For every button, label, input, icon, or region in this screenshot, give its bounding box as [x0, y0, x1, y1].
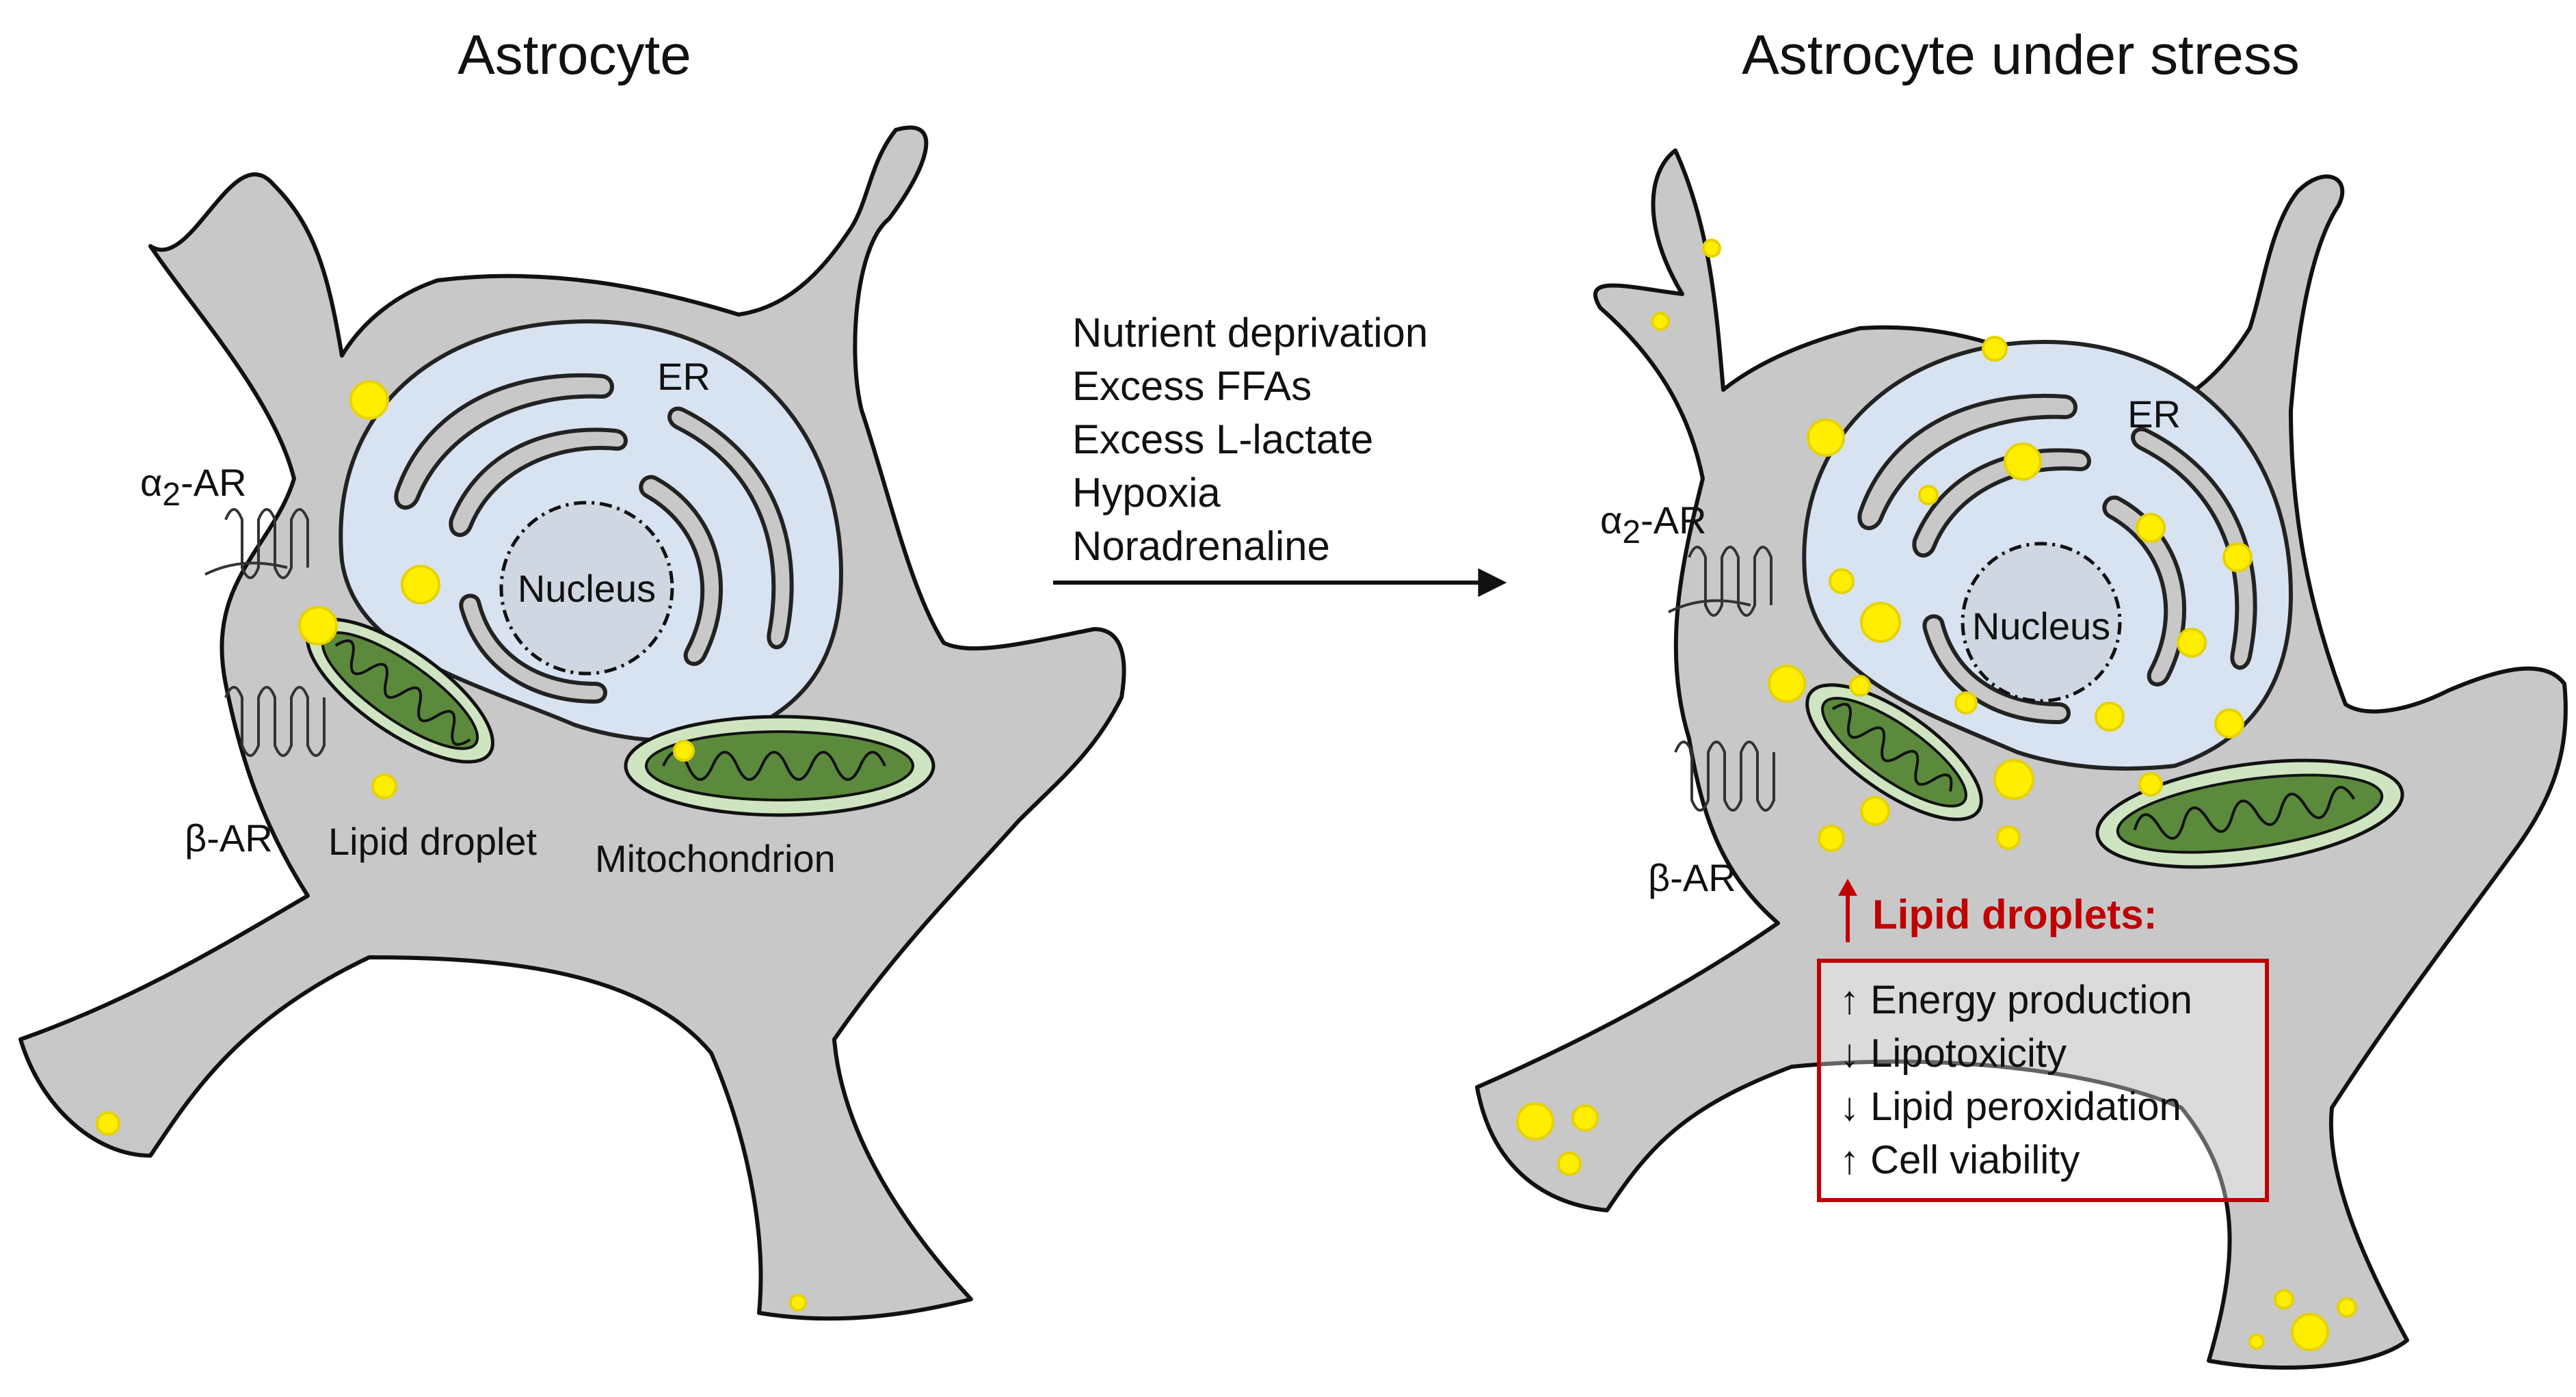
lipid-droplet — [2248, 1333, 2265, 1350]
er-label: ER — [2127, 393, 2181, 436]
lipid-droplet — [1849, 675, 1871, 697]
mitochondrion — [2095, 758, 2404, 869]
condition-item: Noradrenaline — [1072, 523, 1330, 569]
lipid-droplet — [1571, 1104, 1599, 1132]
condition-item: Excess FFAs — [1072, 363, 1312, 409]
lipid-droplet — [371, 773, 397, 799]
lipid-droplet — [2095, 702, 2125, 732]
nucleus-label: Nucleus — [1972, 604, 2110, 648]
nucleus-label: Nucleus — [518, 567, 656, 610]
outcome-effect: ↓ Lipid peroxidation — [1840, 1085, 2181, 1129]
lipid-droplet — [2337, 1297, 2357, 1318]
lipid-droplet — [1818, 825, 1845, 852]
lipid-droplet — [1954, 691, 1978, 715]
beta-adrenergic-receptor-icon — [1674, 741, 1775, 812]
lipid-droplet — [298, 606, 338, 646]
lipid-droplet — [1651, 312, 1670, 331]
lipid-droplet — [349, 380, 389, 420]
mitochondrion — [1805, 683, 1983, 821]
condition-item: Excess L-lactate — [1072, 416, 1373, 462]
lipid-droplet — [1807, 418, 1845, 457]
lipid-droplet — [1982, 336, 2008, 362]
lipid-droplet — [2222, 542, 2253, 572]
lipid-droplet — [2004, 442, 2042, 481]
outcome-effect: ↑ Cell viability — [1840, 1138, 2080, 1182]
condition-item: Nutrient deprivation — [1072, 310, 1428, 356]
lipid-droplet — [1557, 1152, 1582, 1176]
lipid-droplet-outcome: Lipid droplets: ↑ Energy production ↓ Li… — [1817, 879, 2269, 1202]
mitochondrion-label: Mitochondrion — [595, 837, 836, 880]
lipid-droplet — [2214, 708, 2244, 739]
panel-title-normal: Astrocyte — [457, 24, 691, 86]
lipid-droplet — [401, 565, 440, 604]
nucleus — [1961, 542, 2122, 703]
normal-astrocyte: Astrocyte Nucleus ER α — [18, 24, 1126, 1321]
outcome-effect: ↓ Lipotoxicity — [1840, 1031, 2067, 1076]
lipid-droplet — [673, 740, 695, 762]
stressed-astrocyte-cell-body — [1475, 148, 2568, 1370]
lipid-droplet — [96, 1111, 120, 1136]
alpha2-adrenergic-receptor-icon — [204, 508, 309, 579]
stress-conditions: Nutrient deprivation Excess FFAs Excess … — [1053, 310, 1507, 597]
nucleus — [499, 501, 674, 676]
lipid-droplet — [2138, 772, 2163, 797]
lipid-droplet — [1702, 239, 1721, 258]
lipid-droplet — [2291, 1313, 2329, 1351]
outcome-effects-box — [1817, 959, 2269, 1202]
lipid-droplet — [1860, 602, 1901, 643]
lipid-droplet — [1829, 568, 1855, 594]
outcome-effect: ↑ Energy production — [1840, 978, 2192, 1022]
beta-ar-label: β-AR — [1648, 856, 1736, 899]
mitochondrion — [305, 617, 495, 764]
mitochondrion — [624, 715, 935, 817]
lipid-droplets — [1516, 239, 2357, 1351]
lipid-droplet — [2136, 513, 2166, 543]
lipid-droplet — [1918, 485, 1939, 505]
alpha2-ar-label: α2-AR — [140, 461, 247, 513]
increase-arrow-head — [1838, 879, 1857, 896]
lipid-droplet — [2274, 1289, 2294, 1309]
lipid-droplet — [1996, 825, 2021, 850]
lipid-droplet-label: Lipid droplet — [328, 820, 537, 863]
outcome-heading: Lipid droplets: — [1872, 892, 2157, 937]
lipid-droplet — [789, 1294, 807, 1312]
beta-adrenergic-receptor-icon — [224, 686, 326, 757]
panel-title-stressed: Astrocyte under stress — [1742, 24, 2300, 86]
lipid-droplet — [1768, 665, 1806, 703]
lipid-droplet — [1860, 796, 1890, 826]
alpha2-adrenergic-receptor-icon — [1668, 546, 1772, 617]
beta-ar-label: β-AR — [185, 816, 273, 860]
condition-item: Hypoxia — [1072, 470, 1221, 516]
lipid-droplet — [2177, 628, 2207, 658]
er-label: ER — [657, 355, 711, 398]
lipid-droplet — [1516, 1102, 1554, 1141]
lipid-droplet — [1993, 759, 2034, 800]
stressed-astrocyte: Astrocyte under stress Nucleus ER — [1475, 24, 2568, 1370]
alpha2-ar-label: α2-AR — [1600, 498, 1707, 550]
